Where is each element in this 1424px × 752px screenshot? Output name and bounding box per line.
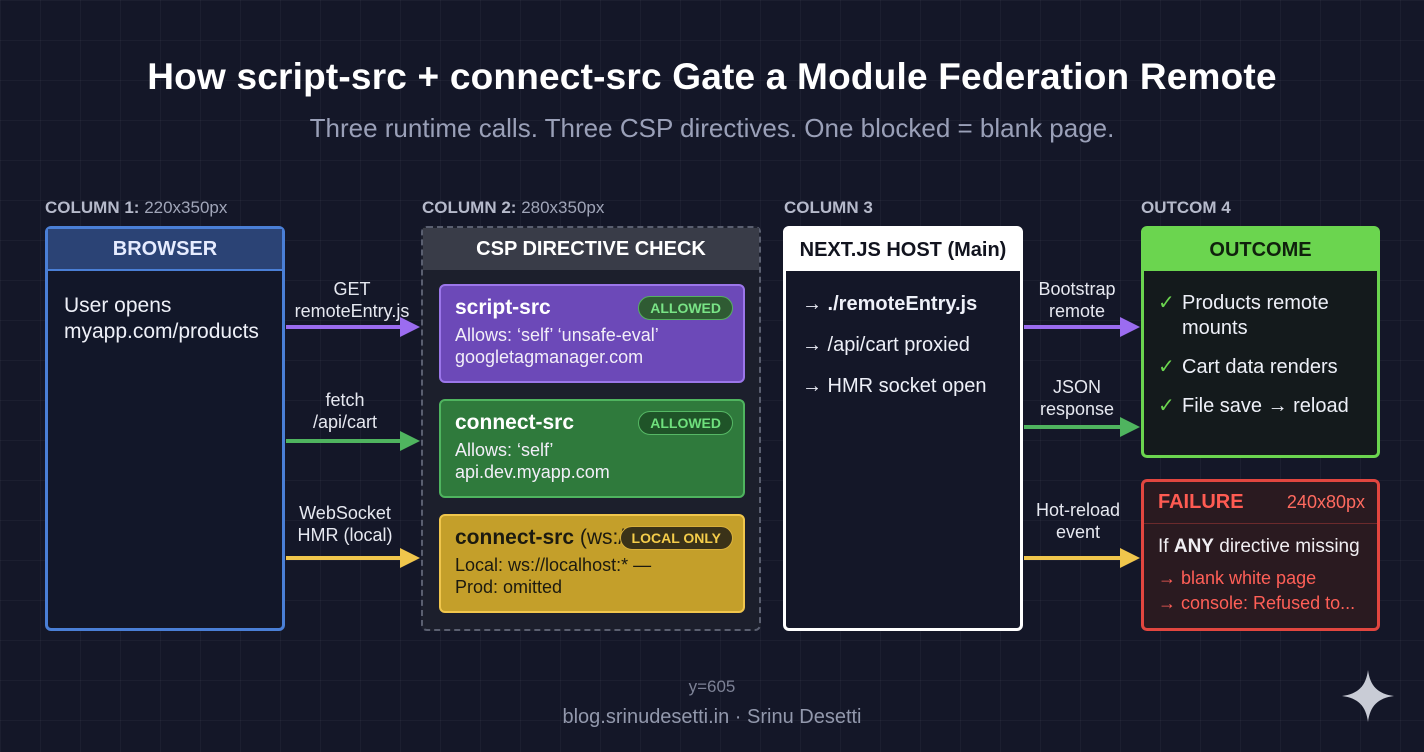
check-icon: ✓ [1158,292,1175,314]
outcome-item-products: ✓ Products remote mounts [1158,291,1363,341]
host-item-api-cart: → /api/cart proxied [802,334,970,356]
failure-body: If ANY directive missing → blank white p… [1144,524,1377,628]
failure-result-console: → console: Refused to... [1158,593,1356,613]
allowed-badge: ALLOWED [638,411,733,435]
arrow-label-fetch: fetch /api/cart [285,389,405,433]
failure-size: 240x80px [1286,492,1365,512]
arrow-websocket-hmr [286,548,420,568]
connect-src-ws-name-main: connect-src [455,526,575,549]
failure-box: FAILURE 240x80px If ANY directive missin… [1141,479,1380,631]
failure-title: FAILURE [1158,491,1244,513]
connect-src-card: connect-src ALLOWED Allows: ‘self’ api.d… [439,399,745,498]
outcome-header: OUTCOME [1144,229,1377,271]
connect-src-ws-line-1: Local: ws://localhost:* — [455,555,652,575]
check-icon: ✓ [1158,356,1175,378]
arrow-hot-reload-event [1024,548,1140,568]
failure-condition: If ANY directive missing [1158,536,1363,558]
host-body: → ./remoteEntry.js → /api/cart proxied →… [786,271,1020,438]
arrow-label-fetch-line-2: /api/cart [312,412,378,432]
connect-src-line-1: Allows: ‘self’ [455,440,554,460]
arrow-bootstrap-remote [1024,317,1140,337]
column-1-size: 220x350px [144,198,228,217]
connect-src-line-2: api.dev.myapp.com [455,462,610,482]
connect-src-ws-card: connect-src (ws://) LOCAL ONLY Local: ws… [439,514,745,613]
outcome-item-reload-text: File save → reload [1182,395,1349,417]
column-4-label: OUTCOM 4 [1141,198,1231,218]
arrow-label-hot-reload: Hot-reload event [1023,499,1133,543]
connect-src-ws-line-2: Prod: omitted [455,577,563,597]
arrow-label-bootstrap: Bootstrap remote [1023,278,1131,322]
browser-box: BROWSER User opens myapp.com/products [45,226,285,631]
diagram-subtitle: Three runtime calls. Three CSP directive… [309,113,1115,143]
column-3-title: COLUMN 3 [784,198,873,217]
arrow-json-response [1024,417,1140,437]
csp-header: CSP DIRECTIVE CHECK [423,228,759,270]
outcome-item-cart-text: Cart data renders [1182,356,1338,378]
outcome-item-cart: ✓ Cart data renders [1158,355,1363,380]
script-src-card: script-src ALLOWED Allows: ‘self’ ‘unsaf… [439,284,745,383]
arrow-label-get-line-1: GET [333,279,371,299]
failure-cond-bold: ANY [1173,536,1214,557]
browser-body: User opens myapp.com/products [48,271,282,367]
sparkle-icon [1342,670,1394,722]
arrow-label-json-line-2: response [1039,399,1115,419]
footer-credit: blog.srinudesetti.in · Srinu Desetti [562,706,862,728]
column-4-title: OUTCOM 4 [1141,198,1231,217]
browser-line-1: User opens [64,294,172,317]
column-2-size: 280x350px [521,198,605,217]
host-header: NEXT.JS HOST (Main) [786,229,1020,271]
arrow-get-remote-entry [286,317,420,337]
arrow-label-bootstrap-line-1: Bootstrap [1038,279,1116,299]
outcome-box: OUTCOME ✓ Products remote mounts ✓ Cart … [1141,226,1380,458]
connect-src-name: connect-src [455,411,575,434]
arrow-label-hot-reload-line-2: event [1055,522,1101,542]
arrow-label-get: GET remoteEntry.js [285,278,419,322]
browser-line-2: myapp.com/products [64,320,259,343]
arrow-label-json-line-1: JSON [1052,377,1101,397]
outcome-item-products-line-2: mounts [1182,317,1248,339]
local-only-badge: LOCAL ONLY [619,526,733,550]
column-1-label: COLUMN 1: 220x350px [45,198,227,218]
failure-cond-suffix: directive missing [1219,536,1360,557]
host-item-hmr-socket: → HMR socket open [802,375,987,397]
column-2-title: COLUMN 2: [422,198,517,217]
browser-header: BROWSER [48,229,282,271]
outcome-item-products-line-1: Products remote [1182,292,1329,314]
failure-result-blank-page: → blank white page [1158,568,1317,588]
nextjs-host-box: NEXT.JS HOST (Main) → ./remoteEntry.js →… [783,226,1023,631]
footer-y-marker: y=605 [688,677,736,696]
failure-header: FAILURE 240x80px [1144,482,1377,524]
failure-cond-prefix: If [1158,536,1169,557]
arrow-label-json: JSON response [1023,376,1131,420]
script-src-name: script-src [455,296,551,319]
arrow-label-fetch-line-1: fetch [325,390,365,410]
arrow-label-websocket-line-2: HMR (local) [297,525,393,545]
check-icon: ✓ [1158,395,1175,417]
outcome-item-products-text: Products remote mounts [1182,291,1329,341]
arrow-label-websocket-line-1: WebSocket [299,503,391,523]
arrow-label-websocket: WebSocket HMR (local) [285,502,405,546]
arrow-label-hot-reload-line-1: Hot-reload [1035,500,1121,520]
diagram-title: How script-src + connect-src Gate a Modu… [147,56,1277,97]
column-3-label: COLUMN 3 [784,198,873,218]
outcome-body: ✓ Products remote mounts ✓ Cart data ren… [1144,271,1377,453]
arrow-fetch-api-cart [286,431,420,451]
host-item-remote-entry: → ./remoteEntry.js [802,293,978,315]
allowed-badge: ALLOWED [638,296,733,320]
arrow-label-bootstrap-line-2: remote [1048,301,1106,321]
csp-directive-box: CSP DIRECTIVE CHECK script-src ALLOWED A… [421,226,761,631]
arrow-label-get-line-2: remoteEntry.js [294,301,410,321]
outcome-item-reload: ✓ File save → reload [1158,394,1363,419]
column-1-title: COLUMN 1: [45,198,140,217]
script-src-line-2: googletagmanager.com [455,347,644,367]
column-2-label: COLUMN 2: 280x350px [422,198,604,218]
script-src-line-1: Allows: ‘self’ ‘unsafe-eval’ [455,325,659,345]
